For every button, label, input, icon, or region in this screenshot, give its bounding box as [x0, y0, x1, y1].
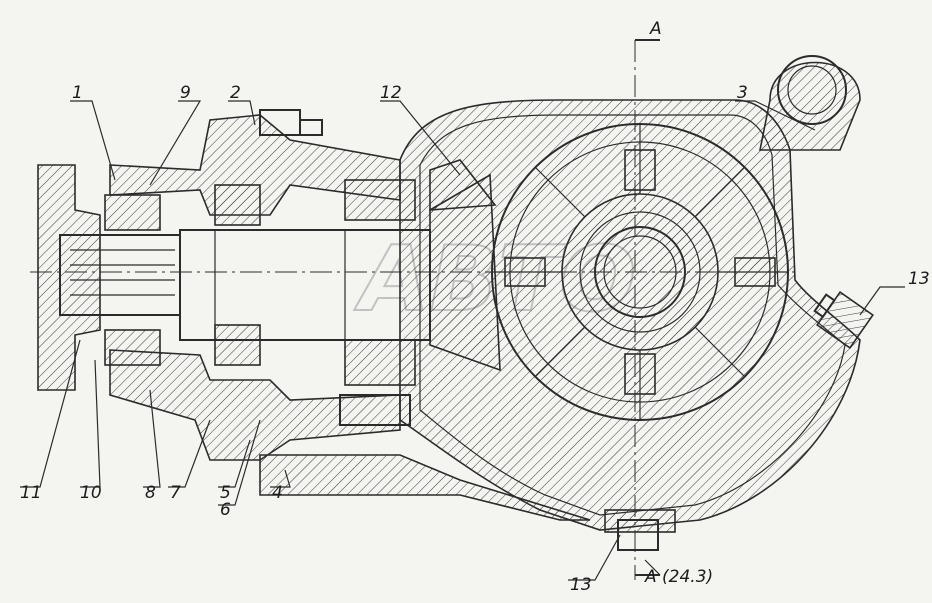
- callout-12: 12: [380, 83, 402, 103]
- callout-5: 5: [220, 483, 231, 503]
- section-marks: А А (24.3): [644, 19, 713, 587]
- callout-11: 11: [20, 483, 42, 503]
- lifting-eye: [759, 55, 861, 151]
- callout-labels: 1 2 3 4 5 6 7 8 9 10 11 12 13 13: [20, 83, 930, 595]
- callout-3: 3: [737, 83, 748, 103]
- section-mark-top: А: [649, 19, 662, 39]
- callout-8: 8: [145, 483, 156, 503]
- drain-plug-right: [813, 291, 874, 349]
- callout-7: 7: [170, 483, 181, 503]
- callout-1: 1: [72, 83, 83, 103]
- section-mark-bottom: А (24.3): [644, 567, 713, 587]
- callout-4: 4: [272, 483, 283, 503]
- drain-plug-bottom: [604, 509, 676, 551]
- callout-10: 10: [80, 483, 102, 503]
- callout-13-bottom: 13: [570, 575, 592, 595]
- bearing-housing: [104, 109, 591, 521]
- callout-13-right: 13: [908, 269, 930, 289]
- leader-lines: [20, 100, 905, 581]
- housing: [399, 99, 861, 531]
- callout-2: 2: [230, 83, 241, 103]
- input-flange: [37, 164, 181, 391]
- callout-9: 9: [180, 83, 191, 103]
- drive-shaft: [179, 159, 501, 372]
- callout-6: 6: [220, 500, 231, 520]
